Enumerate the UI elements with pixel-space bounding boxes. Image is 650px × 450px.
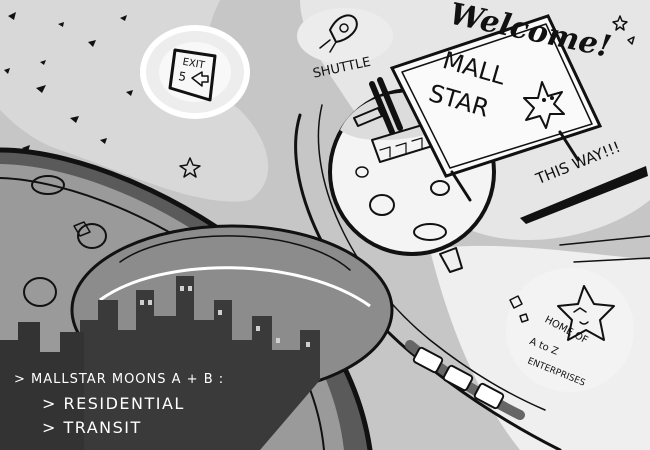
arrow-icon	[191, 71, 209, 87]
exit-label: EXIT	[182, 57, 207, 72]
dome-city	[0, 224, 394, 450]
direction-arrow-icon	[520, 166, 648, 224]
transit-cars	[412, 346, 505, 410]
triangle-stars	[4, 12, 156, 152]
foreground-skyline	[0, 322, 84, 450]
caption-line-moons: > MALLSTAR MOONS A + B :	[14, 372, 225, 387]
enterprises-sign: HOME OF A to Z ENTERPRISES	[506, 268, 634, 392]
star-logo-icon	[557, 285, 615, 341]
caption-line-transit: > TRANSIT	[42, 418, 142, 437]
star-mascot-icon	[523, 81, 565, 129]
sparkle-stars	[179, 15, 635, 178]
location-caption: > MALLSTAR MOONS A + B : > RESIDENTIAL >…	[14, 368, 264, 444]
exit-number: 5	[177, 69, 187, 84]
caption-line-residential: > RESIDENTIAL	[42, 394, 185, 413]
city-skyline	[80, 276, 320, 450]
docking-tower	[369, 77, 403, 135]
exit-sign: EXIT 5	[140, 25, 250, 119]
